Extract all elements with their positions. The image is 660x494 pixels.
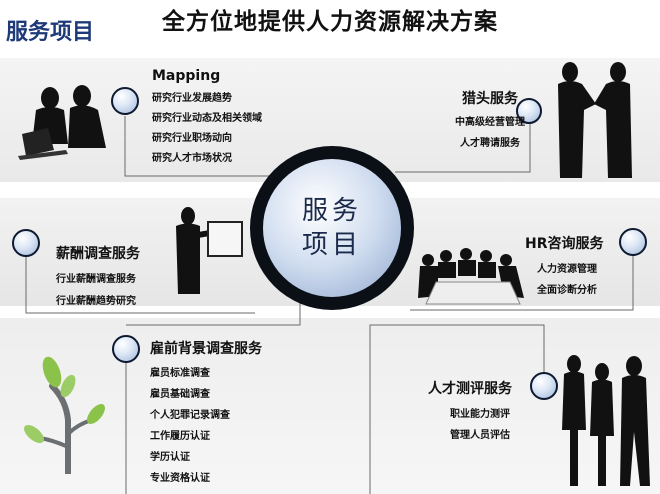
- node-circle-assessment: [530, 372, 558, 400]
- service-item: 工作履历认证: [150, 431, 210, 442]
- service-item: 雇员基础调查: [150, 389, 210, 400]
- central-hub: 服务 项目: [250, 146, 414, 310]
- meeting-silhouette: [418, 248, 524, 305]
- service-headhunting: 猎头服务 中高级经营管理 人才聘请服务: [445, 88, 535, 154]
- node-circle-background-check: [112, 335, 140, 363]
- service-item: 研究人才市场状况: [152, 153, 232, 164]
- service-item: 管理人员评估: [450, 430, 510, 441]
- service-item: 行业薪酬趋势研究: [56, 296, 136, 307]
- band-bottom: [0, 318, 660, 494]
- service-mapping: Mapping 研究行业发展趋势 研究行业动态及相关领域 研究行业职场动向 研究…: [152, 68, 262, 169]
- service-item: 专业资格认证: [150, 473, 210, 484]
- service-hr-consulting: HR咨询服务 人力资源管理 全面诊断分析: [525, 233, 604, 301]
- service-item: 研究行业发展趋势: [152, 93, 232, 104]
- service-title: 雇前背景调查服务: [150, 341, 262, 357]
- node-circle-salary: [12, 229, 40, 257]
- service-title: Mapping: [152, 68, 221, 84]
- service-item: 人力资源管理: [537, 264, 597, 275]
- service-talent-assessment: 人才测评服务 职业能力测评 管理人员评估: [428, 378, 512, 446]
- section-label: 服务项目: [6, 20, 95, 45]
- service-title: 薪酬调查服务: [56, 246, 140, 262]
- page-title: 全方位地提供人力资源解决方案: [162, 9, 498, 35]
- service-item: 研究行业动态及相关领域: [152, 113, 262, 124]
- service-item: 研究行业职场动向: [152, 133, 232, 144]
- service-item: 中高级经营管理: [455, 117, 525, 128]
- service-item: 职业能力测评: [450, 409, 510, 420]
- central-hub-inner: 服务 项目: [263, 159, 401, 297]
- service-item: 个人犯罪记录调查: [150, 410, 230, 421]
- hub-label-line2: 项目: [301, 230, 362, 260]
- service-title: HR咨询服务: [525, 236, 604, 252]
- business-team-silhouette: [562, 355, 650, 486]
- plant-sprout-icon: [24, 356, 105, 474]
- service-item: 全面诊断分析: [537, 285, 597, 296]
- node-circle-mapping: [111, 87, 139, 115]
- node-circle-headhunting: [516, 98, 542, 124]
- people-laptop-silhouette: [18, 85, 106, 160]
- service-title: 猎头服务: [462, 91, 518, 107]
- presenter-silhouette: [176, 207, 243, 294]
- service-item: 雇员标准调查: [150, 368, 210, 379]
- service-item: 学历认证: [150, 452, 190, 463]
- service-background-check: 雇前背景调查服务 雇员标准调查 雇员基础调查 个人犯罪记录调查 工作履历认证 学…: [150, 338, 262, 489]
- service-title: 人才测评服务: [428, 381, 512, 397]
- service-salary-survey: 薪酬调查服务 行业薪酬调查服务 行业薪酬趋势研究: [56, 243, 140, 313]
- hub-label-line1: 服务: [301, 196, 362, 226]
- node-circle-hr-consulting: [619, 228, 647, 256]
- handshake-silhouette: [558, 62, 632, 178]
- service-item: 行业薪酬调查服务: [56, 274, 136, 285]
- service-item: 人才聘请服务: [460, 138, 520, 149]
